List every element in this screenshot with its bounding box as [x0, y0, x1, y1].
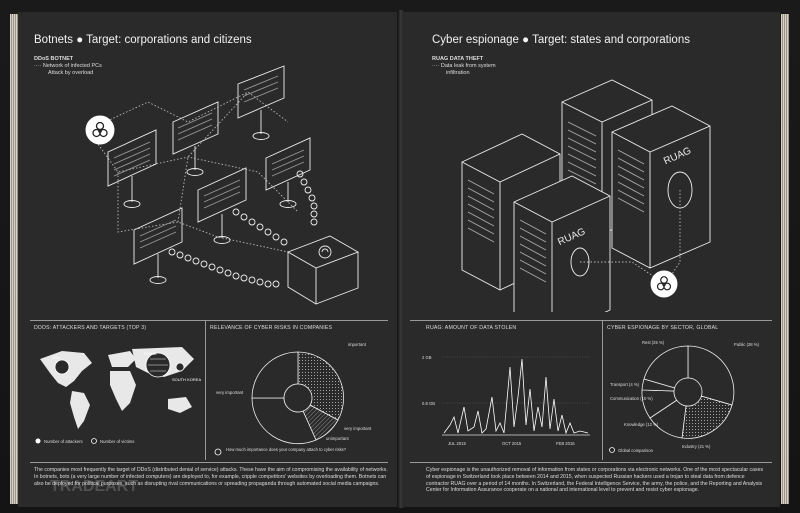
sector-label-industry: Industry (21 %) — [682, 444, 711, 449]
ruag-servers-illustration: RUAG RUAG — [461, 79, 711, 312]
right-divider — [410, 320, 772, 321]
australia-shape — [168, 397, 192, 413]
left-bottom-divider — [30, 462, 388, 463]
monitor-6 — [133, 207, 183, 284]
data-stolen-series — [443, 358, 589, 435]
europe-shape — [108, 351, 136, 367]
africa-shape — [110, 371, 136, 411]
data-stolen-panel-title: RUAG: AMOUNT OF DATA STOLEN — [426, 325, 517, 331]
left-divider — [30, 320, 388, 321]
x-tick-jul-2015: JUL 2015 — [448, 441, 466, 446]
right-bottom-divider — [410, 462, 772, 463]
page-edge-left — [10, 14, 18, 504]
sector-label-communication: Communication (10 %) — [610, 396, 653, 401]
ddos-panel-title: DDOS: ATTACKERS AND TARGETS (TOP 3) — [34, 325, 147, 331]
ruag-legend-title: RUAG DATA THEFT — [432, 56, 484, 62]
map-label-china: CHINA — [144, 351, 157, 356]
page-edge-right — [781, 14, 789, 504]
donut-label-very-important-right: very important — [344, 426, 372, 431]
target-server-box — [286, 235, 360, 305]
donut-label-important: important — [348, 342, 367, 347]
monitor-2 — [172, 101, 219, 176]
sector-legend: Global comparison — [618, 448, 654, 453]
monitor-1 — [107, 129, 157, 208]
watermark-logo: TRADEART — [50, 478, 138, 495]
left-page: Botnets ● Target: corporations and citiz… — [18, 12, 400, 507]
sector-donut-chart: Rest (25 %) Public (28 %) Transport (4 %… — [609, 340, 760, 453]
map-legend-victims: Number of victims — [100, 439, 134, 444]
right-page: Cyber espionage ● Target: states and cor… — [402, 12, 780, 507]
x-tick-oct-2015: OCT 2015 — [502, 441, 522, 446]
ruag-legend-line1: ···· Data leak from system — [432, 63, 496, 69]
botnet-illustration — [85, 65, 360, 305]
x-tick-feb-2016: FEB 2016 — [556, 441, 575, 446]
donut-label-unimportant: unimportant — [326, 436, 349, 441]
monitor-5 — [265, 137, 311, 208]
right-page-title: Cyber espionage ● Target: states and cor… — [432, 34, 690, 46]
sector-panel-title: CYBER ESPIONAGE BY SECTOR, GLOBAL — [607, 325, 719, 331]
world-map: CHINA USA SOUTH KOREA Number of attacker… — [35, 347, 201, 444]
relevance-donut-chart: important very important very important … — [214, 342, 372, 456]
sector-label-rest: Rest (25 %) — [642, 340, 665, 345]
right-body-text: Cyber espionage is the unauthorized remo… — [426, 467, 764, 494]
cable-beads — [168, 170, 318, 288]
biohazard-icon — [92, 121, 108, 138]
sector-label-public: Public (28 %) — [734, 342, 760, 347]
right-panel-separator — [602, 320, 603, 460]
donut-question: How much importance does your company at… — [226, 447, 347, 452]
server-right: RUAG — [611, 105, 711, 269]
south-america-shape — [70, 391, 90, 429]
server-front: RUAG — [513, 175, 611, 312]
map-label-south-korea: SOUTH KOREA — [172, 377, 201, 382]
map-label-usa: USA — [52, 355, 61, 360]
botnet-legend-line1: ···· Network of infected PCs — [34, 63, 102, 69]
botnet-legend-title: DDoS BOTNET — [34, 56, 74, 62]
donut-label-very-important-left: very important — [216, 390, 244, 395]
y-tick-08gb: 0.8 GB — [422, 401, 435, 406]
left-page-title: Botnets ● Target: corporations and citiz… — [34, 34, 252, 46]
ruag-legend-line2: infiltration — [446, 70, 470, 76]
sector-label-transport: Transport (4 %) — [610, 382, 640, 387]
monitor-3 — [237, 65, 285, 140]
biohazard-icon — [656, 276, 672, 291]
map-legend-attackers: Number of attackers — [44, 439, 83, 444]
y-tick-2gb: 2 GB — [422, 355, 432, 360]
left-panel-separator — [205, 320, 206, 460]
monitor-4 — [197, 167, 247, 244]
relevance-panel-title: RELEVANCE OF CYBER RISKS IN COMPANIES — [210, 325, 333, 331]
book-spine — [397, 10, 405, 508]
left-body-text: The companies most frequently the target… — [34, 467, 388, 487]
data-stolen-line-chart: 2 GB 0.8 GB JUL 2015 OCT 2015 FEB 2016 — [422, 355, 590, 446]
botnet-legend-line2: Attack by overload — [48, 70, 94, 76]
sector-label-knowledge: Knowledge (12 %) — [624, 422, 659, 427]
